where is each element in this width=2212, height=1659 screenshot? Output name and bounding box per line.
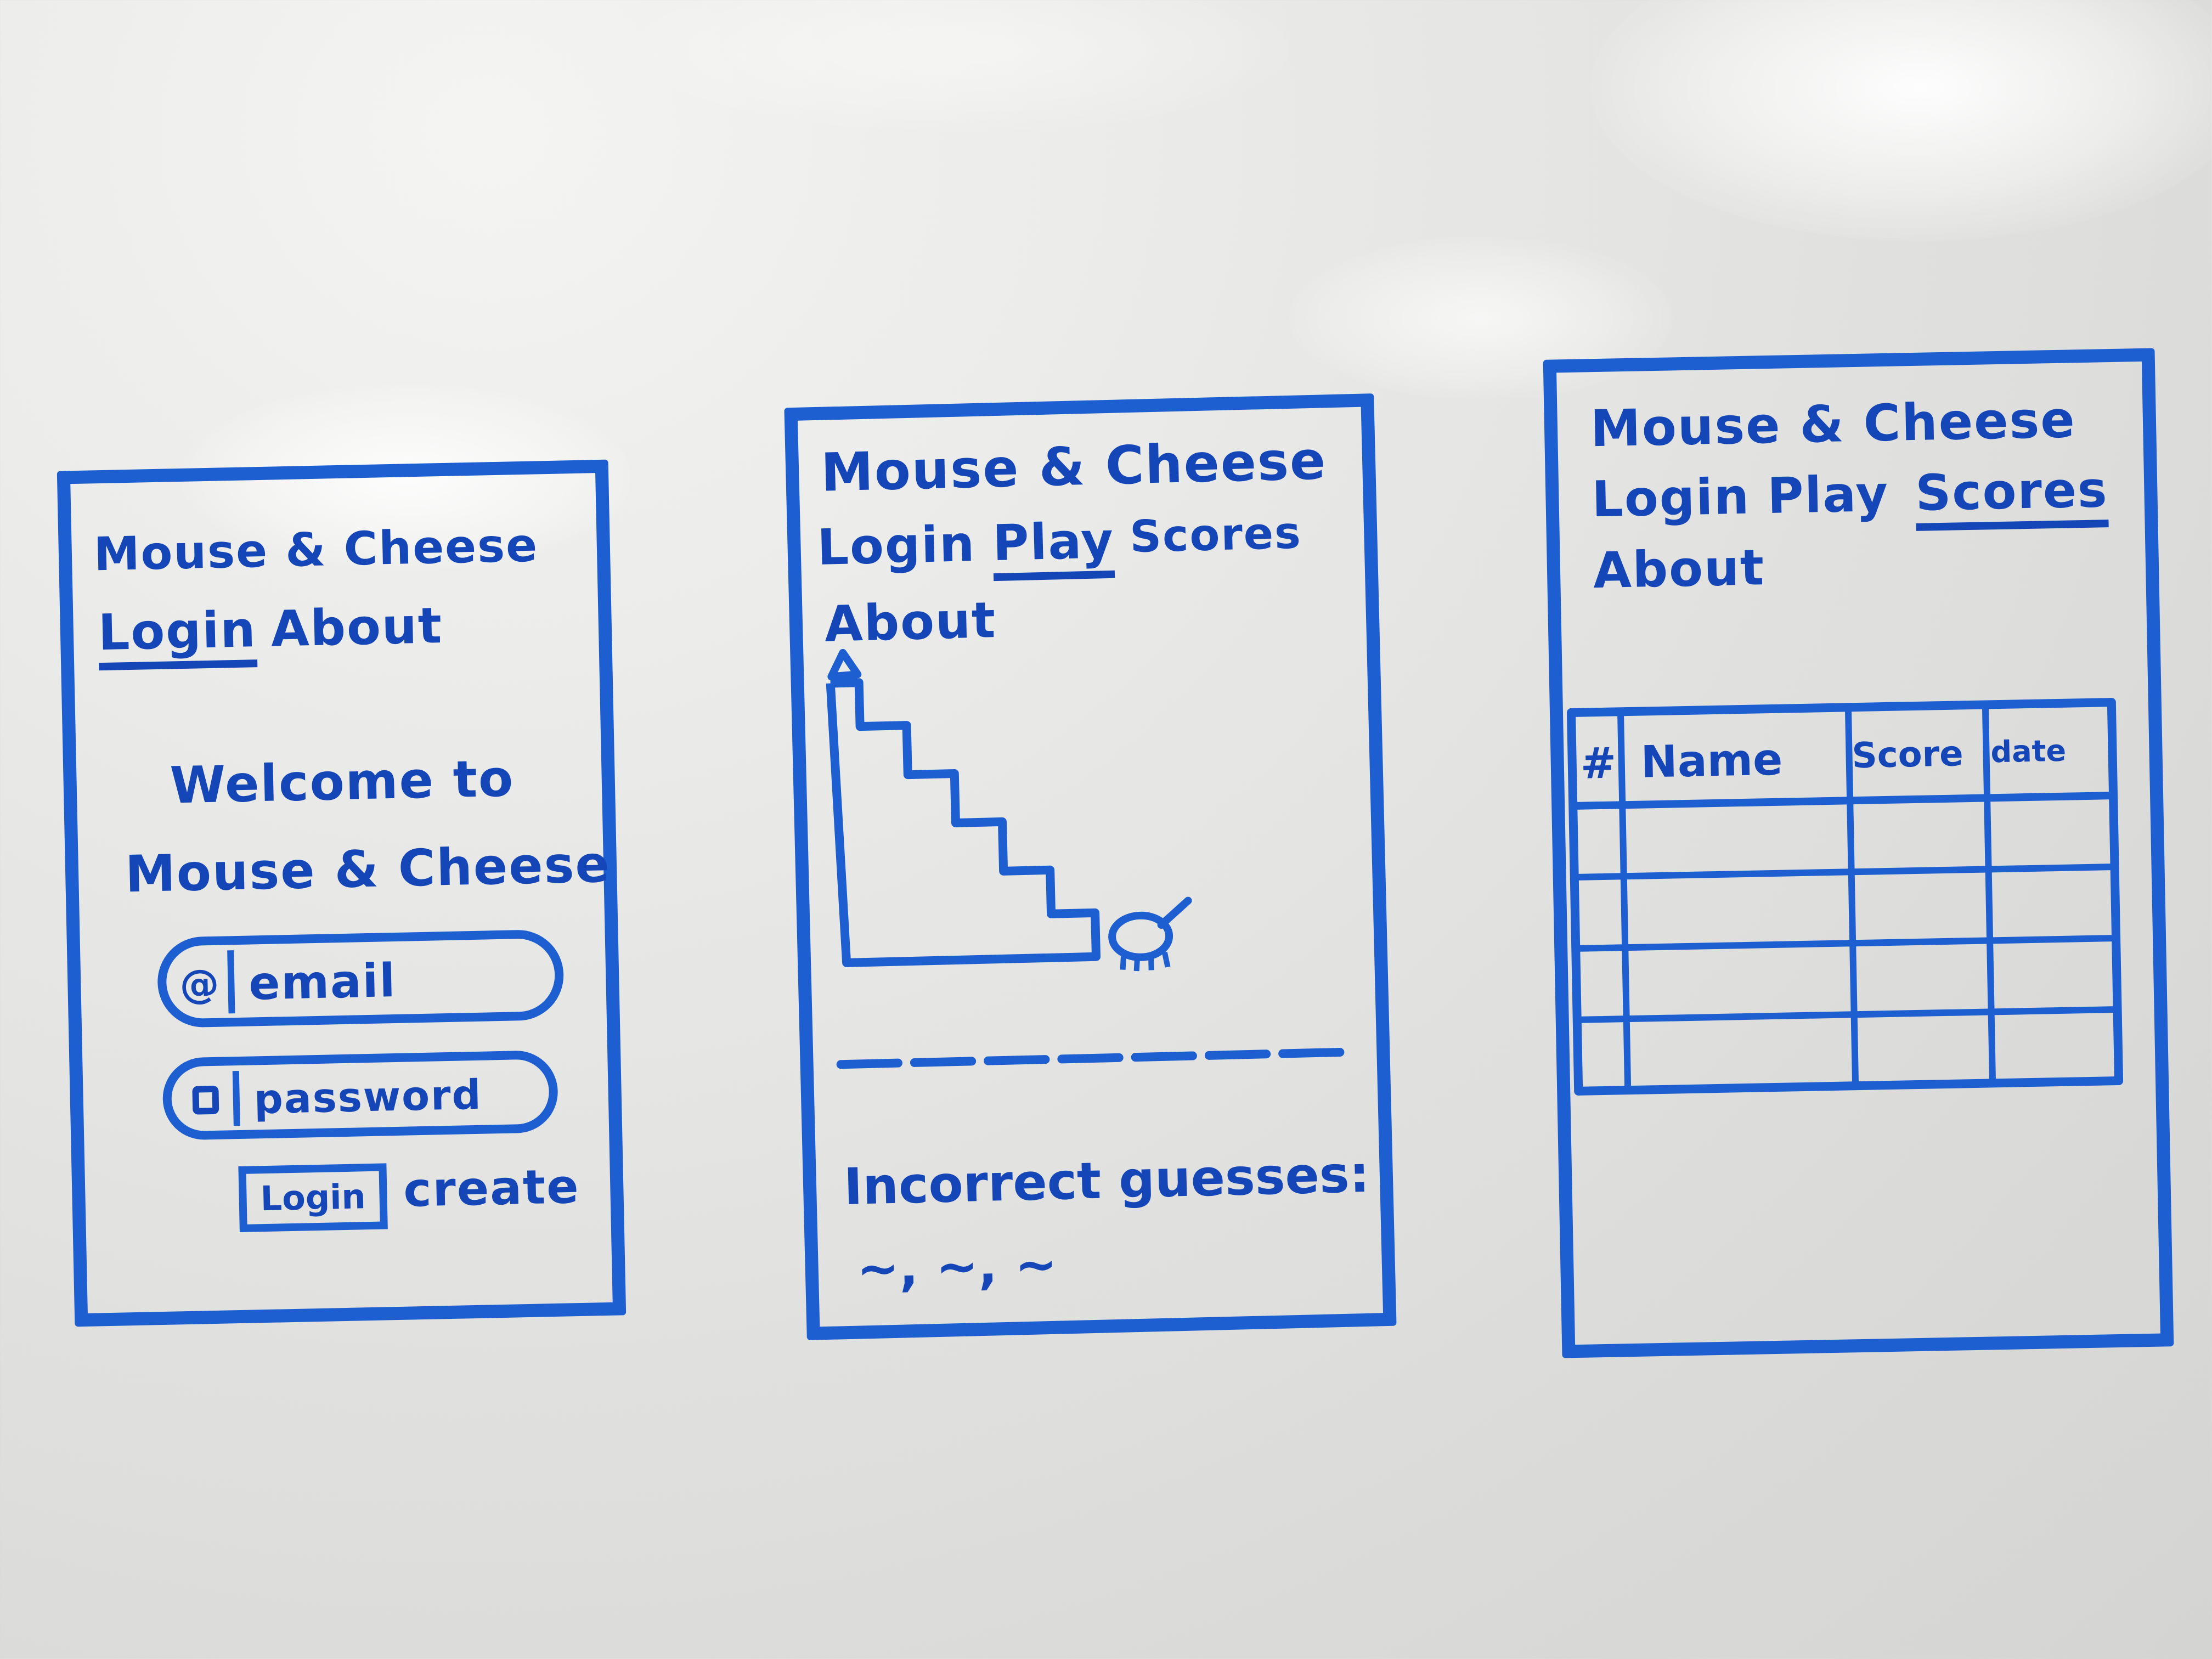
letter-blank bbox=[1204, 1049, 1271, 1060]
nav-about[interactable]: About bbox=[270, 597, 443, 658]
staircase-icon bbox=[826, 678, 1101, 967]
table-column-divider bbox=[1982, 701, 1996, 1087]
cheese-icon bbox=[827, 648, 862, 681]
table-row-divider bbox=[1571, 864, 2118, 881]
letter-blank bbox=[984, 1055, 1050, 1065]
mouse-icon bbox=[1108, 896, 1192, 972]
letter-blank bbox=[1278, 1047, 1345, 1058]
table-row-divider bbox=[1573, 1006, 2121, 1023]
at-sign-icon: @ bbox=[179, 960, 220, 1008]
incorrect-guesses-label: Incorrect guesses: bbox=[843, 1145, 1370, 1216]
letter-blank bbox=[1057, 1053, 1124, 1064]
create-account-link[interactable]: create bbox=[403, 1159, 580, 1218]
score-table-grid bbox=[1566, 698, 2124, 1096]
table-column-divider bbox=[1844, 704, 1859, 1090]
table-header-name: Name bbox=[1640, 734, 1783, 788]
field-divider bbox=[232, 1070, 240, 1126]
table-header-rank: # bbox=[1580, 738, 1617, 788]
lock-icon bbox=[192, 1085, 219, 1115]
email-field[interactable]: @ email bbox=[156, 929, 565, 1029]
board-glare bbox=[1591, 0, 2212, 241]
game-canvas: Incorrect guesses: ~, ~, ~ bbox=[826, 648, 1370, 1299]
incorrect-guesses-values: ~, ~, ~ bbox=[856, 1235, 1058, 1299]
nav-login[interactable]: Login bbox=[97, 601, 257, 671]
login-wireframe: Mouse & Cheese Login About Welcome to Mo… bbox=[57, 459, 627, 1327]
table-header-score: Score bbox=[1852, 733, 1963, 776]
app-title: Mouse & Cheese bbox=[93, 518, 539, 582]
play-wireframe: Mouse & Cheese Login Play Scores About I… bbox=[784, 393, 1397, 1340]
word-blanks bbox=[836, 1047, 1345, 1069]
table-column-divider bbox=[1617, 708, 1632, 1094]
table-border bbox=[1566, 708, 1583, 1096]
email-placeholder: email bbox=[248, 953, 397, 1011]
table-border bbox=[1566, 698, 2116, 718]
scores-wireframe: Mouse & Cheese Login Play Scores About #… bbox=[1543, 348, 2174, 1358]
welcome-heading: Welcome to bbox=[169, 749, 515, 815]
letter-blank bbox=[836, 1058, 902, 1069]
board-glare bbox=[631, 0, 1289, 132]
login-button[interactable]: Login bbox=[238, 1163, 388, 1233]
field-divider bbox=[227, 950, 235, 1014]
password-field[interactable]: password bbox=[162, 1049, 559, 1141]
table-header-date: date bbox=[1990, 733, 2067, 770]
table-row-divider bbox=[1572, 935, 2120, 952]
scores-table: # Name Score date bbox=[1566, 698, 2124, 1096]
letter-blank bbox=[1131, 1051, 1197, 1062]
table-border bbox=[1574, 1076, 2124, 1096]
password-placeholder: password bbox=[253, 1071, 483, 1124]
table-header-divider bbox=[1569, 792, 2118, 810]
table-border bbox=[2107, 698, 2124, 1085]
letter-blank bbox=[910, 1057, 977, 1067]
welcome-heading-app: Mouse & Cheese bbox=[125, 834, 611, 904]
